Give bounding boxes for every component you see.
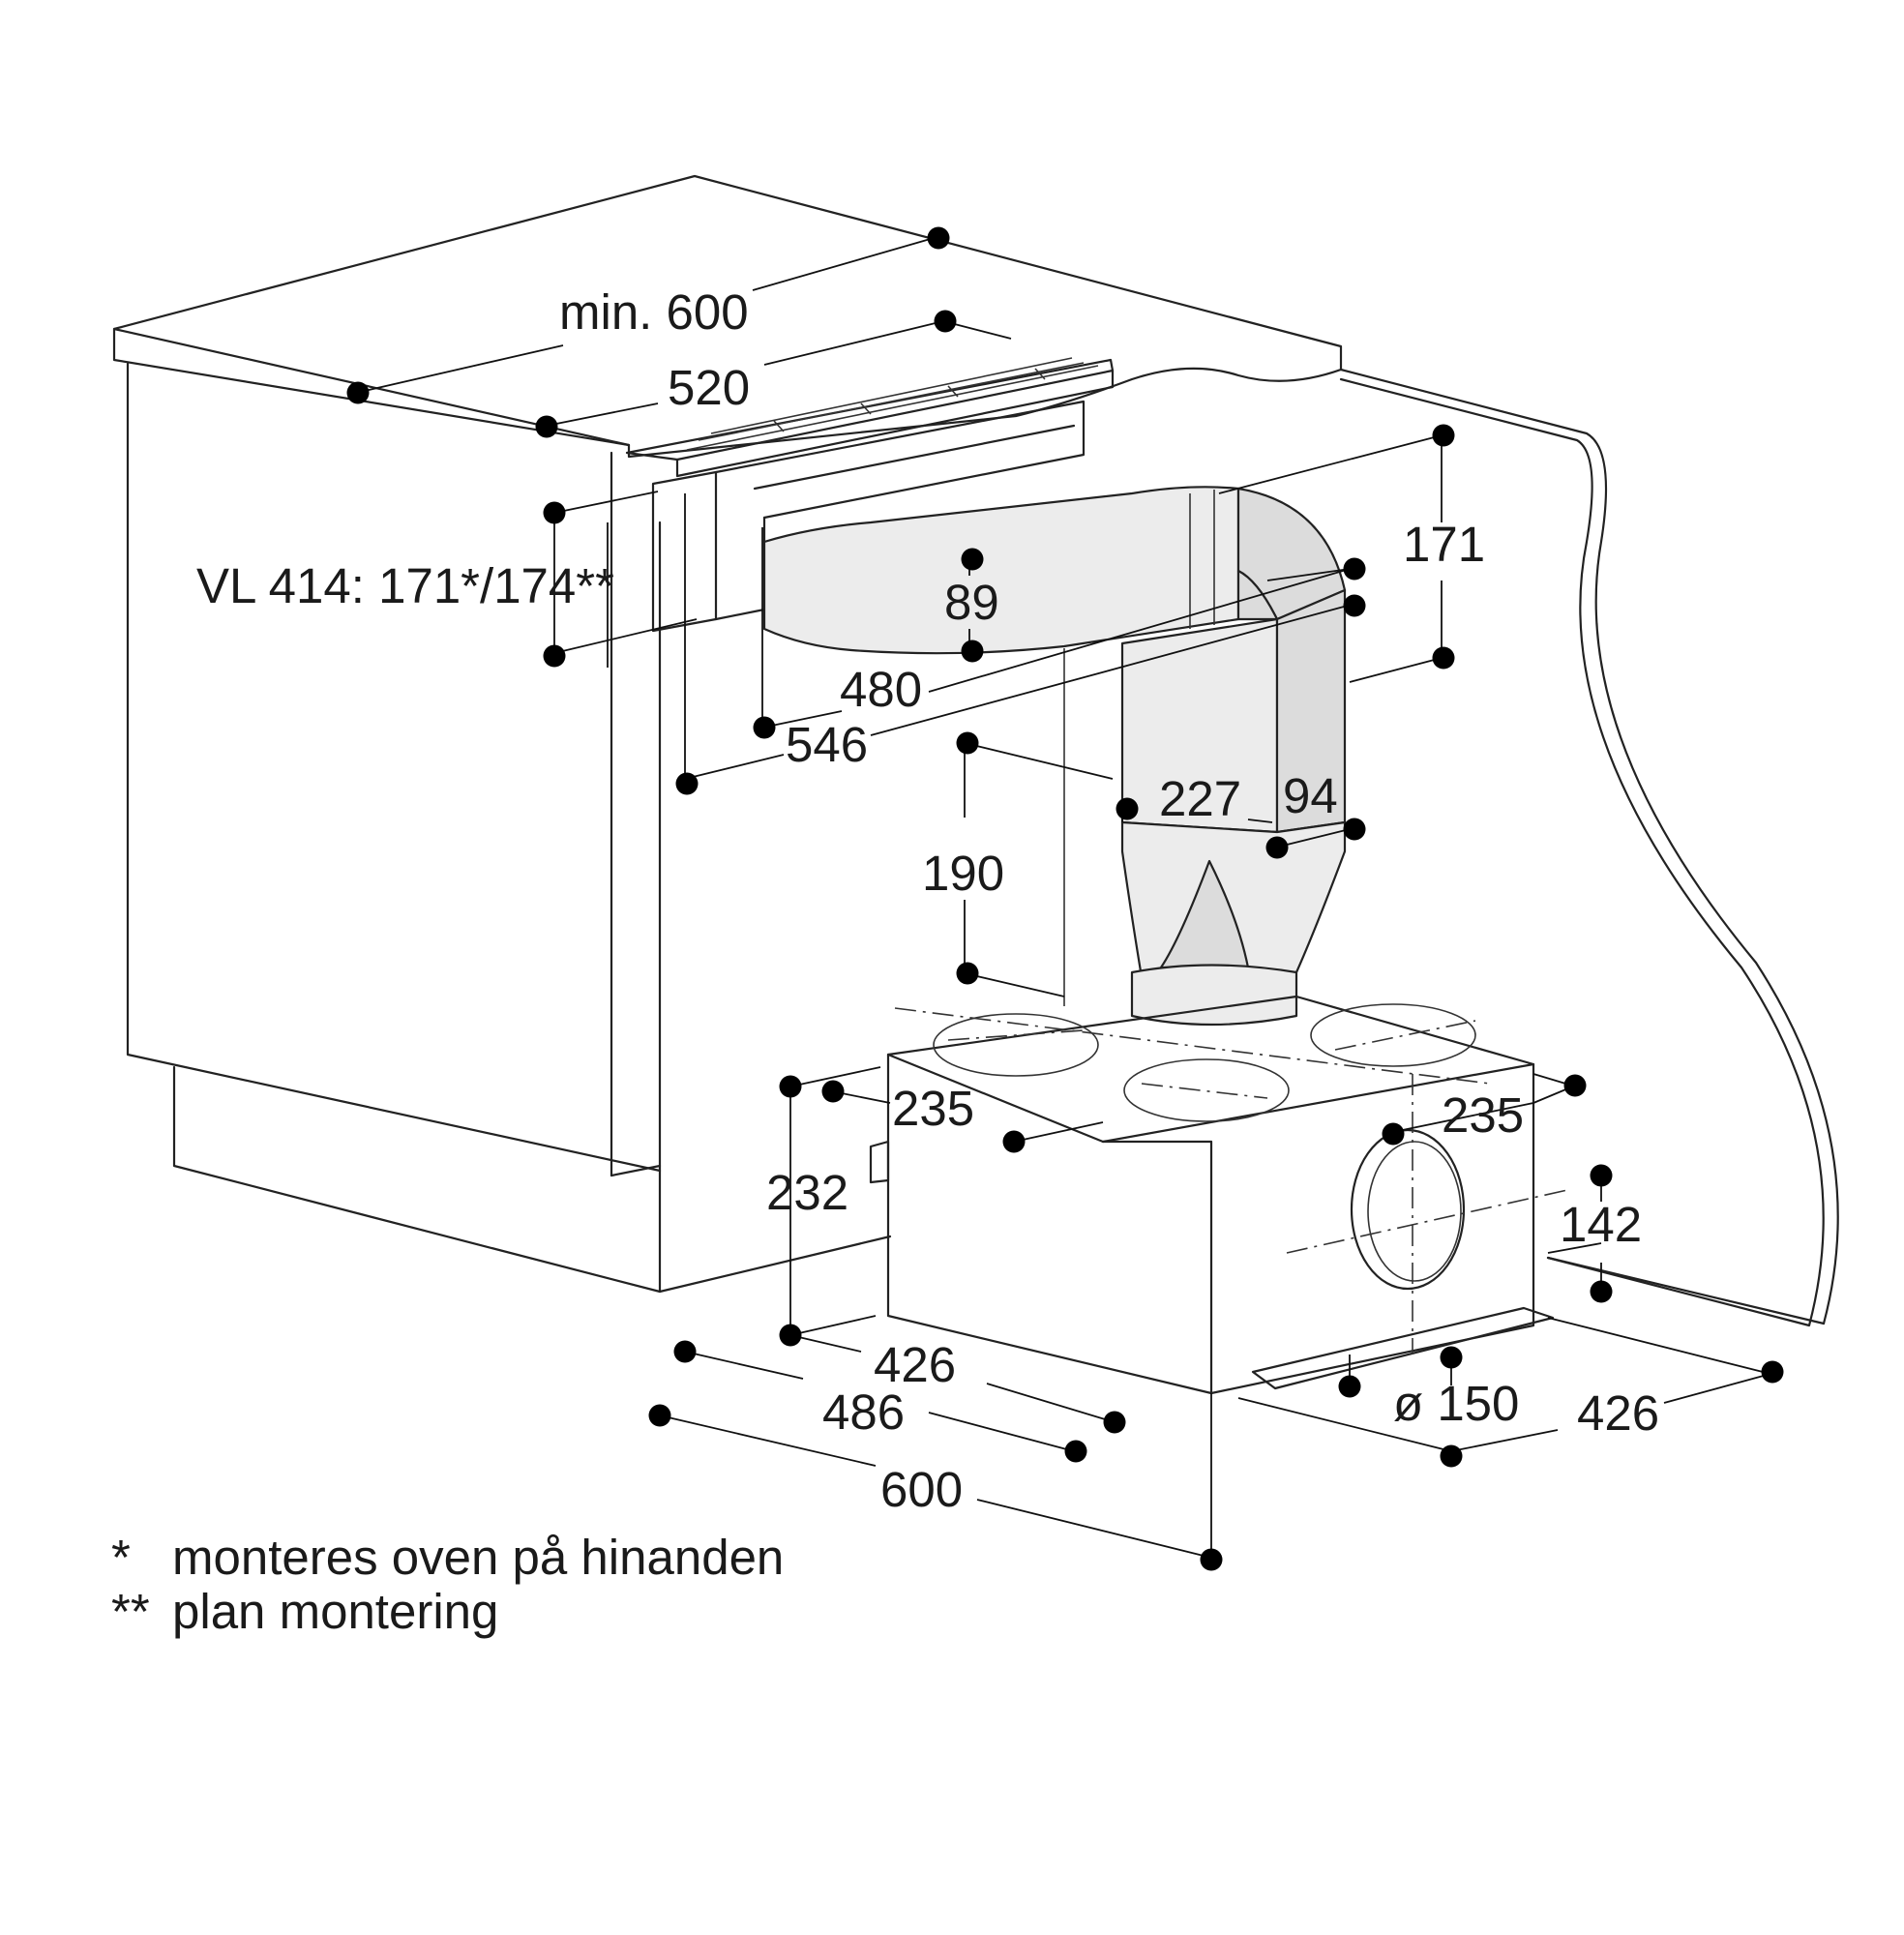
base-cabinet — [112, 174, 1839, 1327]
dim-box-outlet-height: 142 — [1560, 1197, 1642, 1252]
dim-hood-width: 520 — [668, 360, 750, 415]
dim-box-offset-left: 235 — [892, 1081, 974, 1136]
dim-outlet-diameter: ø 150 — [1393, 1376, 1519, 1431]
dim-elbow-width: 94 — [1283, 768, 1338, 823]
dim-cabinet-width: 600 — [880, 1462, 963, 1517]
dim-box-width-outer: 486 — [822, 1384, 905, 1440]
dim-duct-height: 89 — [944, 575, 999, 630]
dim-box-depth: 426 — [1577, 1385, 1659, 1441]
dim-duct-total: 546 — [786, 717, 868, 772]
dim-duct-width: 480 — [840, 662, 922, 717]
dim-box-height: 232 — [766, 1165, 848, 1220]
downdraft-hood — [625, 357, 1115, 633]
dim-elbow-depth: 227 — [1159, 771, 1241, 826]
dim-vl414-height: VL 414: 171*/174** — [196, 558, 614, 613]
dimension-dots — [346, 226, 1784, 1571]
dim-box-width-inner: 426 — [874, 1337, 956, 1392]
dim-elbow-height: 171 — [1403, 517, 1485, 572]
footnote-marker-2: ** — [111, 1584, 150, 1639]
dim-pipe-height: 190 — [922, 846, 1004, 901]
footnotes: * monteres oven på hinanden ** plan mont… — [111, 1530, 784, 1639]
footnote-marker-1: * — [111, 1530, 131, 1585]
footnote-text-1: monteres oven på hinanden — [172, 1530, 784, 1585]
vertical-duct — [1063, 588, 1347, 1027]
dim-counter-depth: min. 600 — [559, 284, 749, 340]
dimension-labels: min. 600 520 VL 414: 171*/174** 89 480 5… — [196, 284, 1659, 1517]
dimension-lines — [355, 237, 1771, 1559]
dim-box-offset-right: 235 — [1442, 1087, 1524, 1143]
fan-box — [869, 995, 1568, 1395]
footnote-text-2: plan montering — [172, 1584, 498, 1639]
